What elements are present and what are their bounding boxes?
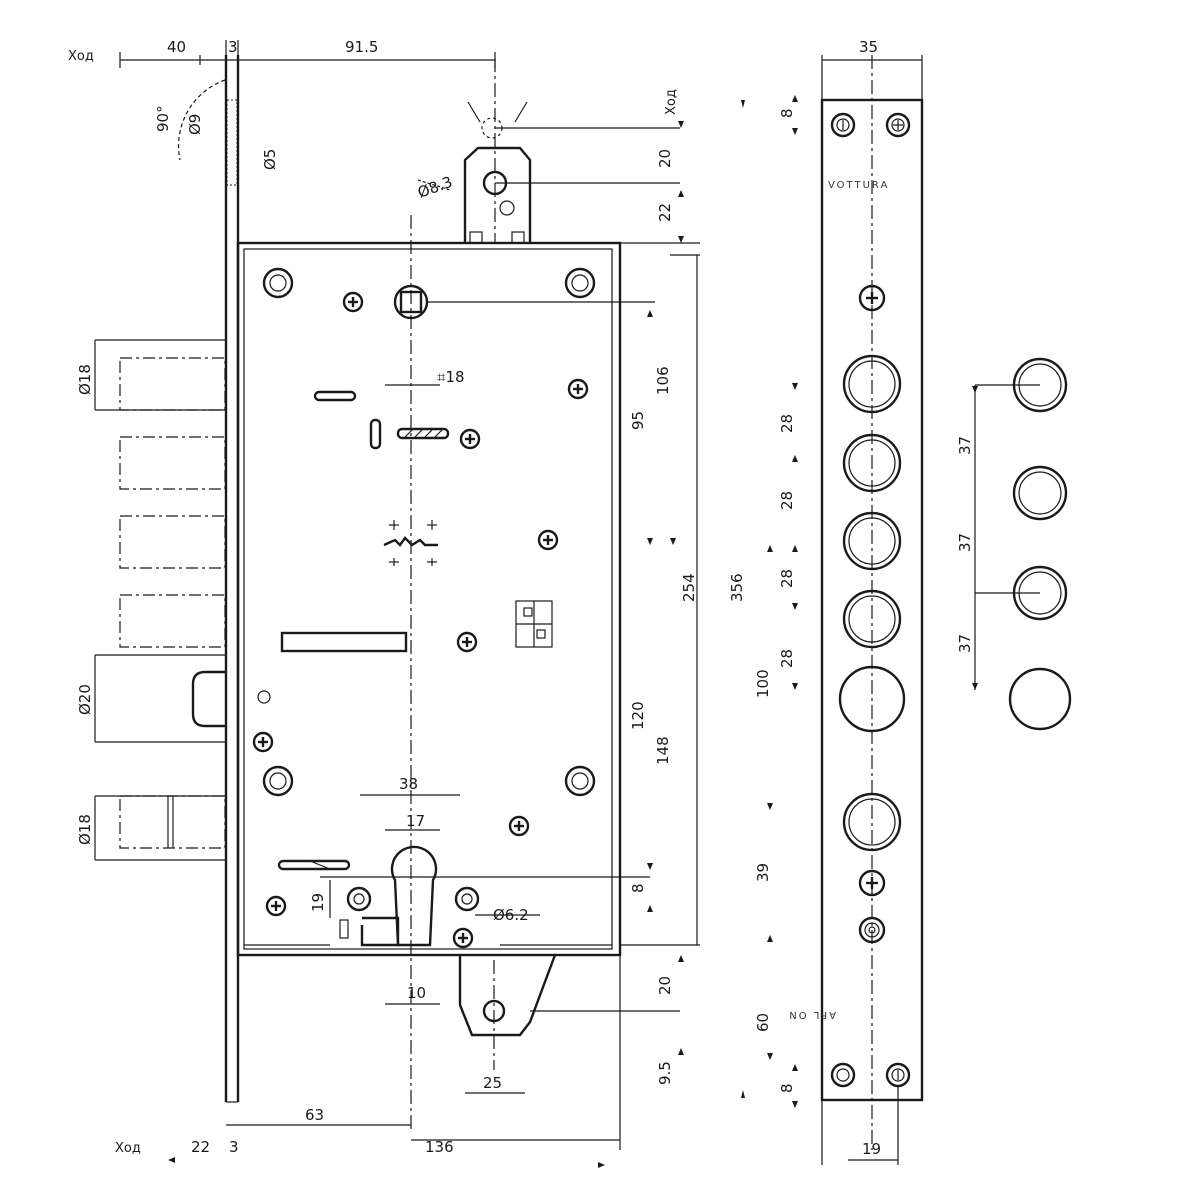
dim-19: 19 [309, 893, 327, 912]
dim-17: 17 [406, 812, 425, 830]
lock-case [236, 241, 622, 957]
dim-dia6-2: Ø6.2 [493, 906, 529, 924]
dim-3-top: 3 [228, 38, 238, 56]
dim-63: 63 [305, 1106, 324, 1124]
mounting-holes [262, 267, 596, 797]
dim-22-top: 22 [656, 203, 674, 222]
dimension-lines [94, 40, 700, 1150]
dim-8-strip-bot: 8 [778, 1083, 796, 1093]
dim-60: 60 [754, 1013, 772, 1032]
cross-screws [252, 291, 589, 949]
dim-37-b: 37 [956, 533, 974, 552]
handle-spindle [393, 284, 655, 320]
dim-10: 10 [407, 984, 426, 1002]
lock-bolts [119, 357, 226, 849]
strike-plate [820, 55, 924, 1165]
stroke-label-right: Ход [664, 89, 679, 115]
dim-25: 25 [483, 1074, 502, 1092]
dim-dia9: Ø9 [186, 114, 204, 135]
dim-20-bot: 20 [656, 976, 674, 995]
dim-dia20: Ø20 [76, 684, 94, 715]
dim-dia18-top: Ø18 [76, 364, 94, 395]
stroke-label-bottom: Ход [115, 1141, 141, 1156]
bottom-latch-plate [458, 954, 557, 1037]
dim-dia5: Ø5 [261, 149, 279, 170]
dim-28-d: 28 [778, 649, 796, 668]
dim-28-a: 28 [778, 414, 796, 433]
dim-20-top: 20 [656, 149, 674, 168]
dim-39: 39 [754, 863, 772, 882]
brand-bottom: AFL ON [787, 1009, 836, 1020]
dim-106: 106 [654, 366, 672, 395]
dimension-texts: 40 3 91.5 90° Ø9 Ø5 Ø8.3 20 22 106 95 25… [76, 38, 974, 1158]
dim-8-mid: 8 [629, 883, 647, 893]
dim-120: 120 [629, 701, 647, 730]
stroke-label-top: Ход [68, 49, 94, 64]
faceplate [224, 55, 240, 1103]
dim-38: 38 [399, 775, 418, 793]
dim-9-5: 9.5 [656, 1061, 674, 1085]
dim-28-c: 28 [778, 569, 796, 588]
cylinder-cutout [320, 845, 650, 947]
dim-91-5: 91.5 [345, 38, 378, 56]
center-mechanism [383, 520, 438, 566]
top-latch-plate [463, 101, 532, 244]
dim-35: 35 [859, 38, 878, 56]
dim-95: 95 [629, 411, 647, 430]
dim-28-b: 28 [778, 491, 796, 510]
dim-148: 148 [654, 736, 672, 765]
dim-40: 40 [167, 38, 186, 56]
dim-dia8-3: Ø8.3 [415, 173, 455, 202]
dim-22-bot: 22 [191, 1138, 210, 1156]
dim-19-strip: 19 [862, 1140, 881, 1158]
dimension-arrows [168, 95, 978, 1168]
dim-8-strip-top: 8 [778, 108, 796, 118]
dim-90-angle: 90° [154, 105, 172, 132]
dim-37-c: 37 [956, 634, 974, 653]
bolt-spacing-detail [974, 357, 1072, 731]
dim-100: 100 [754, 669, 772, 698]
brand-top: VOTTURA [828, 180, 889, 191]
dim-37-a: 37 [956, 436, 974, 455]
dim-356: 356 [728, 573, 746, 602]
dim-136: 136 [425, 1138, 454, 1156]
dim-sq18: ⌗18 [437, 368, 465, 386]
dim-254: 254 [680, 573, 698, 602]
labels: Ход Ход Ход VOTTURA AFL ON [68, 49, 889, 1156]
dim-dia18-bot: Ø18 [76, 814, 94, 845]
internal-slots [257, 390, 553, 939]
dim-3-bot: 3 [229, 1138, 239, 1156]
